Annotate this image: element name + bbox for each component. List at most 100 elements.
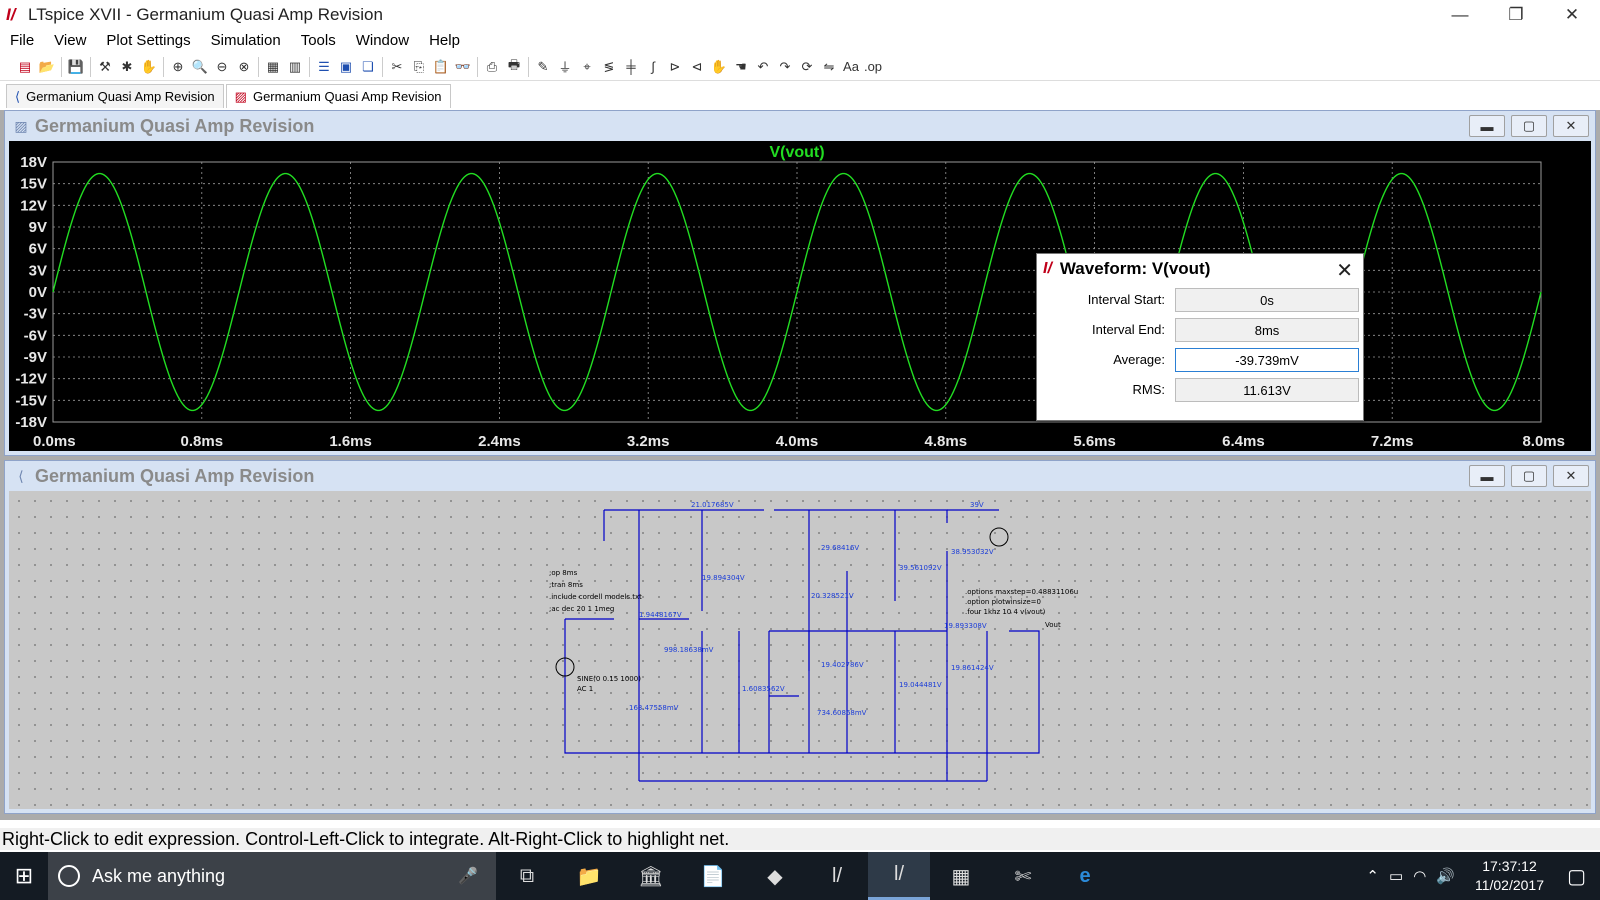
undo-icon[interactable]: ↶	[757, 58, 769, 74]
grid-icon[interactable]: ▥	[288, 58, 302, 74]
open-icon[interactable]: 📂	[38, 58, 56, 74]
waveform-window-titlebar[interactable]: ▨ Germanium Quasi Amp Revision	[5, 111, 1595, 141]
tile-horizontal-icon[interactable]: ☰	[318, 58, 330, 74]
cascade-icon[interactable]: ❏	[362, 58, 374, 74]
notes-app-icon[interactable]: ◆	[767, 865, 783, 888]
schematic-window-title: Germanium Quasi Amp Revision	[35, 465, 315, 486]
new-schematic-icon[interactable]: ▤	[18, 58, 32, 74]
source-spec: SINE(0 0.15 1000)	[577, 675, 641, 683]
menu-window[interactable]: Window	[355, 31, 410, 49]
bank-app-icon[interactable]: 🏛	[638, 865, 664, 888]
save-icon[interactable]: 💾	[67, 58, 85, 74]
wire-icon[interactable]: ✎	[537, 58, 549, 74]
tab-waveform[interactable]: ▨ Germanium Quasi Amp Revision	[225, 84, 451, 108]
microphone-icon[interactable]: 🎤	[458, 868, 478, 885]
capacitor-icon[interactable]: ╪	[626, 59, 636, 74]
pane-close-button[interactable]: ✕	[1553, 115, 1589, 137]
document-icon[interactable]: 📄	[700, 865, 726, 888]
mirror-icon[interactable]: ⇋	[823, 58, 835, 74]
net-label: 39V	[970, 501, 984, 509]
search-placeholder: Ask me anything	[92, 865, 226, 886]
clock[interactable]: 17:37:12 11/02/2017	[1475, 857, 1544, 895]
zoom-area-icon[interactable]: 🔍	[191, 58, 209, 74]
autorange-icon[interactable]: ▦	[266, 58, 280, 74]
halt-icon[interactable]: ✋	[140, 58, 158, 74]
snipping-tool-icon[interactable]: ✄	[1014, 865, 1032, 888]
pane-maximize-button[interactable]: ▢	[1511, 115, 1547, 137]
close-button[interactable]: ✕	[1564, 4, 1580, 24]
windows-start-icon[interactable]: ⊞	[14, 863, 34, 888]
tab-schematic[interactable]: ⟨ Germanium Quasi Amp Revision	[6, 84, 224, 108]
menu-view[interactable]: View	[54, 31, 87, 49]
pane-minimize-button[interactable]: ▬	[1469, 465, 1505, 487]
ltspice-xvii-icon[interactable]: Ɩ/	[868, 852, 930, 900]
file-explorer-icon[interactable]: 📁	[576, 865, 602, 888]
action-center-icon[interactable]: ▢	[1567, 866, 1586, 888]
pane-maximize-button[interactable]: ▢	[1511, 465, 1547, 487]
minimize-button[interactable]: —	[1451, 4, 1469, 24]
print-preview-icon[interactable]: ⎙	[486, 58, 498, 74]
dialog-header[interactable]: Ɩ/ Waveform: V(vout)	[1037, 254, 1363, 284]
zoom-out-icon[interactable]: ⊖	[216, 58, 228, 74]
net-label: 19.044481V	[899, 681, 942, 689]
schematic-window-titlebar[interactable]: ⟨ Germanium Quasi Amp Revision	[5, 461, 1595, 491]
label-net-icon[interactable]: ⌖	[583, 58, 591, 74]
menu-help[interactable]: Help	[429, 31, 460, 49]
task-view-icon[interactable]: ⧉	[519, 864, 535, 887]
cut-icon[interactable]: ✂	[391, 58, 403, 74]
paste-icon[interactable]: 📋	[432, 58, 450, 74]
redo-icon[interactable]: ↷	[779, 58, 791, 74]
dialog-title: Waveform: V(vout)	[1059, 259, 1211, 278]
cortana-search[interactable]: Ask me anything 🎤	[48, 852, 496, 900]
component-icon[interactable]: ⊲	[691, 58, 703, 74]
mdi-area: ▨ Germanium Quasi Amp Revision ▬ ▢ ✕ 18V…	[0, 110, 1600, 820]
interval-start-field[interactable]: 0s	[1175, 288, 1359, 312]
spice-directive-icon[interactable]: .op	[863, 59, 883, 74]
drag-icon[interactable]: ☚	[735, 58, 747, 74]
menu-tools[interactable]: Tools	[300, 31, 336, 49]
menu-plot-settings[interactable]: Plot Settings	[106, 31, 191, 49]
x-tick-label: 4.0ms	[776, 433, 819, 450]
zoom-fit-icon[interactable]: ⊗	[238, 58, 250, 74]
ltspice-iv-icon[interactable]: Ɩ/	[832, 864, 842, 887]
clock-time: 17:37:12	[1482, 858, 1537, 874]
resistor-icon[interactable]: ≶	[603, 58, 615, 74]
dialog-close-icon[interactable]: ✕	[1336, 260, 1353, 282]
edge-browser-icon[interactable]: e	[1079, 864, 1091, 887]
tile-vertical-icon[interactable]: ▣	[339, 58, 353, 74]
move-icon[interactable]: ✋	[710, 58, 728, 74]
print-icon[interactable]: 🖶	[507, 56, 521, 72]
waveform-icon: ▨	[14, 117, 28, 134]
chevron-up-icon[interactable]: ⌃	[1366, 868, 1379, 885]
text-icon[interactable]: Aa	[843, 59, 859, 74]
diode-icon[interactable]: ⊳	[669, 58, 681, 74]
volume-icon[interactable]: 🔊	[1436, 868, 1455, 885]
copy-icon[interactable]: ⎘	[413, 58, 425, 74]
inductor-icon[interactable]: ∫	[651, 59, 655, 74]
source-v1-icon[interactable]	[555, 657, 575, 677]
ground-icon[interactable]: ⏚	[558, 60, 572, 75]
wifi-icon[interactable]: ◠	[1413, 868, 1427, 885]
restore-button[interactable]: ❐	[1508, 4, 1524, 24]
find-icon[interactable]: 👓	[454, 58, 472, 74]
battery-icon[interactable]: ▭	[1389, 868, 1404, 885]
average-field[interactable]: -39.739mV	[1175, 348, 1359, 372]
zoom-in-icon[interactable]: ⊕	[172, 58, 184, 74]
rms-field[interactable]: 11.613V	[1175, 378, 1359, 402]
pane-close-button[interactable]: ✕	[1553, 465, 1589, 487]
schematic-drawing: ;op 8ms ;tran 8ms .include cordell model…	[549, 501, 1078, 782]
interval-end-field[interactable]: 8ms	[1175, 318, 1359, 342]
option-3: .four 1khz 10 4 v(vout)	[965, 608, 1046, 616]
menu-file[interactable]: File	[10, 31, 35, 49]
menu-simulation[interactable]: Simulation	[210, 31, 281, 49]
control-panel-icon[interactable]: ⚒	[99, 58, 111, 74]
calculator-icon[interactable]: ▦	[951, 865, 971, 888]
source-v2-icon[interactable]	[989, 527, 1009, 547]
pane-minimize-button[interactable]: ▬	[1469, 115, 1505, 137]
run-icon[interactable]: ✱	[121, 58, 133, 74]
waveform-window-title: Germanium Quasi Amp Revision	[35, 115, 315, 136]
schematic-canvas[interactable]: ;op 8ms ;tran 8ms .include cordell model…	[9, 491, 1591, 809]
rotate-icon[interactable]: ⟳	[801, 58, 813, 74]
y-tick-label: 6V	[29, 241, 47, 258]
